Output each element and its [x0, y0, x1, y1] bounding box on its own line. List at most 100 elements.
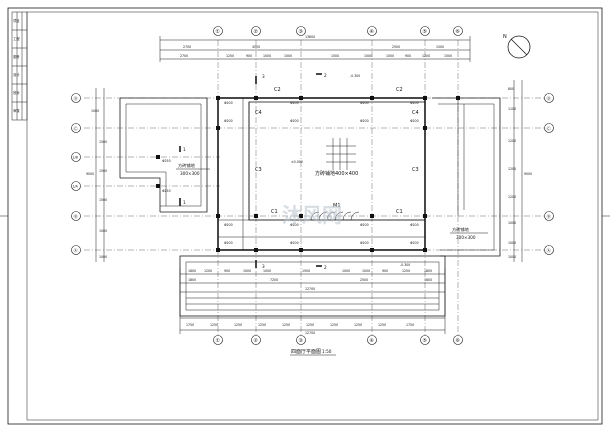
grid-label: ③ [299, 29, 303, 35]
north-arrow-icon: N [503, 34, 531, 59]
section-mark-label: 1 [183, 147, 186, 152]
dim-text: 1000 [263, 269, 271, 273]
column [299, 96, 303, 100]
section-marks: 3 3 2 2 1 1 [179, 73, 327, 270]
floor-hatch [326, 138, 356, 170]
col-tag: Φ200 [224, 241, 233, 245]
window-c2-top-right: C2 [396, 87, 403, 93]
dim-text: 800 [508, 87, 514, 91]
column [254, 214, 258, 218]
level-mark-top: -0.300 [350, 74, 360, 78]
right-paving-area: 方砖铺地 300×300 [432, 97, 501, 257]
grid-label: Ⓑ [74, 213, 79, 220]
dim-text: 900 [246, 54, 252, 58]
bottom-dimensions: 1800 1200 900 1000 1000 1500 1000 1000 9… [179, 268, 446, 335]
column [423, 96, 427, 100]
column [216, 214, 220, 218]
dim-text: 1250 [282, 323, 290, 327]
column [370, 214, 374, 218]
column [370, 248, 374, 252]
col-tag: Φ200 [290, 223, 299, 227]
col-tag: Φ200 [224, 101, 233, 105]
window-c4-left: C4 [255, 110, 262, 116]
section-mark-label: 3 [262, 74, 265, 79]
dim-text: 1250 [210, 323, 218, 327]
right-dimensions: 800 1100 1200 1200 1200 1000 1000 1000 9… [508, 80, 532, 262]
column [370, 96, 374, 100]
dim-text: 2700 [180, 54, 188, 58]
window-c3-left: C3 [255, 167, 262, 173]
column [156, 155, 160, 159]
dim-text: 1000 [263, 54, 271, 58]
grid-label: ⑥ [456, 29, 461, 35]
columns [156, 96, 460, 252]
grid-label: ① [216, 29, 221, 35]
grid-lines-vertical [217, 40, 459, 335]
column [156, 184, 160, 188]
grid-label: ⑤ [423, 29, 427, 35]
dim-text: 1750 [406, 323, 414, 327]
left-paving-size: 300×300 [180, 171, 200, 176]
section-mark-label: 2 [324, 73, 327, 78]
dim-text: 1000 [99, 229, 107, 233]
dim-text: 1000 [362, 269, 370, 273]
column [254, 248, 258, 252]
grid-label: ⑥ [456, 338, 461, 344]
window-c1-left: C1 [271, 209, 278, 215]
column [456, 96, 460, 100]
top-dimensions: 13600 2700 4500 2500 1500 2700 1200 900 … [159, 35, 471, 62]
section-mark-label: 3 [262, 264, 265, 269]
dim-text: 1250 [354, 323, 362, 327]
dim-text: 1250 [258, 323, 266, 327]
col-tag: Φ250 [162, 159, 171, 163]
dim-text: 1000 [91, 109, 99, 113]
dim-text: 1000 [243, 269, 251, 273]
dim-text: 1800 [188, 278, 196, 282]
room-level: ±0.000 [291, 160, 303, 164]
title-block-cell: 校对 [13, 90, 20, 95]
col-tag: Φ200 [360, 241, 369, 245]
column [423, 126, 427, 130]
dim-text: 1100 [508, 107, 516, 111]
title-block-cell: 项目 [13, 19, 19, 23]
dim-text: 900 [224, 269, 230, 273]
dim-text: 1250 [306, 323, 314, 327]
title-block-cell: 设计 [13, 72, 20, 77]
dim-text: 1500 [302, 269, 310, 273]
dim-text: 1500 [436, 45, 444, 49]
dim-text: 1200 [226, 54, 234, 58]
dim-text: 1000 [508, 255, 516, 259]
right-paving-size: 300×300 [456, 235, 476, 240]
column [216, 96, 220, 100]
column [254, 96, 258, 100]
grid-label: Ⓓ [74, 95, 79, 102]
dim-text: 2500 [392, 45, 400, 49]
col-tag: Φ200 [410, 119, 419, 123]
dim-text: 1800 [424, 269, 432, 273]
grid-label: ④ [370, 338, 375, 344]
col-tag: Φ200 [360, 101, 369, 105]
dim-text: 1800 [424, 278, 432, 282]
right-paving-label: 方砖铺地 [452, 226, 470, 233]
dim-text: 1250 [234, 323, 242, 327]
col-tag: Φ200 [360, 119, 369, 123]
col-tag: Φ200 [224, 119, 233, 123]
grid-bubbles-right: Ⓓ Ⓒ Ⓑ Ⓐ [544, 93, 554, 255]
title-block-cell: 工程 [13, 36, 20, 41]
dim-text: 9000 [524, 172, 532, 176]
level-mark-bottom: -0.300 [400, 263, 410, 267]
drawing-scale: 1:50 [322, 349, 332, 354]
dim-text: 1250 [378, 323, 386, 327]
col-tag: Φ200 [410, 241, 419, 245]
dim-text: 2700 [183, 45, 191, 49]
column [423, 248, 427, 252]
dim-text: 4500 [252, 45, 260, 49]
dim-text: 1500 [99, 140, 107, 144]
dim-text: 12700 [305, 331, 315, 335]
main-hall [217, 97, 426, 251]
column [299, 214, 303, 218]
grid-lines-horizontal [84, 97, 544, 251]
dim-text: 1250 [330, 323, 338, 327]
dim-text: 1800 [188, 269, 196, 273]
